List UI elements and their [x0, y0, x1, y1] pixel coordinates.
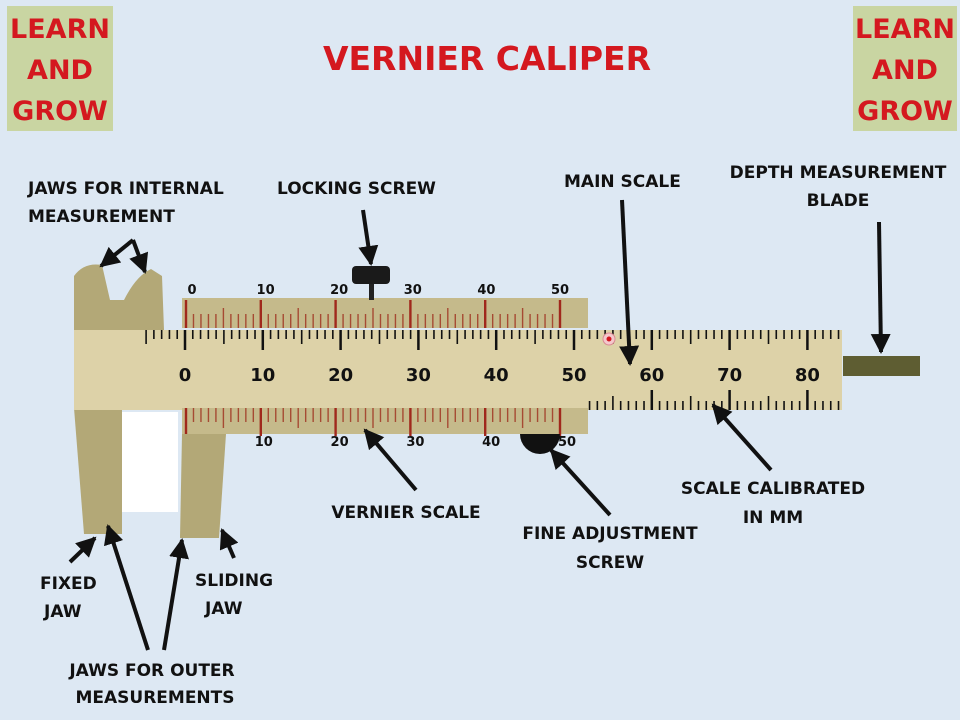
- arrow-locking-screw: [358, 209, 379, 266]
- vernier-upper-number: 0: [187, 283, 196, 298]
- badge-right: LEARN AND GROW: [853, 6, 957, 131]
- arrow-scale-calibrated: [711, 403, 773, 472]
- label-scale-calibrated-2: IN MM: [743, 508, 803, 528]
- callout-arrows: [68, 199, 891, 651]
- arrow-internal-jaw-left: [99, 238, 135, 268]
- main-scale-ticks: [145, 330, 840, 410]
- main-scale-numbers: 0 10 20 30 40 50 60 70 80: [179, 365, 820, 386]
- label-internal-jaws-2: MEASUREMENT: [28, 207, 175, 227]
- vernier-lower-number: 30: [406, 435, 424, 450]
- label-sliding-jaw-2: JAW: [204, 599, 243, 619]
- arrow-sliding-jaw: [219, 528, 239, 559]
- main-scale-number: 40: [484, 365, 509, 386]
- arrow-internal-jaw-right: [129, 239, 149, 274]
- badge-right-line-3: GROW: [857, 96, 953, 127]
- vernier-upper-ticks: [184, 300, 562, 328]
- label-vernier-scale: VERNIER SCALE: [331, 503, 480, 523]
- zero-mark-icon: [602, 332, 616, 346]
- label-locking-screw: LOCKING SCREW: [277, 179, 436, 199]
- label-fixed-jaw-1: FIXED: [40, 574, 97, 594]
- main-scale-number: 20: [328, 365, 353, 386]
- main-scale-number: 0: [179, 365, 192, 386]
- vernier-lower-ticks: [184, 408, 562, 436]
- label-sliding-jaw-1: SLIDING: [195, 571, 273, 591]
- arrow-outer-jaw-fixed: [104, 524, 150, 651]
- arrow-fixed-jaw: [68, 536, 97, 564]
- vernier-lower-number: 40: [482, 435, 500, 450]
- vernier-upper-strip: [182, 298, 588, 328]
- measurement-gap: [122, 412, 178, 512]
- badge-left-line-1: LEARN: [10, 14, 110, 45]
- main-scale-number: 60: [639, 365, 664, 386]
- vernier-upper-numbers: 0 10 20 30 40 50: [187, 283, 569, 298]
- badge-right-line-1: LEARN: [855, 14, 955, 45]
- vernier-upper-number: 50: [551, 283, 569, 298]
- badge-left: LEARN AND GROW: [7, 6, 113, 131]
- main-scale-number: 10: [250, 365, 275, 386]
- label-fine-adjustment-1: FINE ADJUSTMENT: [522, 524, 698, 544]
- vernier-lower-strip: [182, 408, 588, 434]
- label-outer-jaws-1: JAWS FOR OUTER: [68, 661, 234, 681]
- arrow-main-scale: [619, 199, 640, 366]
- locking-screw-icon: [352, 266, 390, 300]
- label-scale-calibrated-1: SCALE CALIBRATED: [681, 479, 865, 499]
- main-scale-number: 70: [717, 365, 742, 386]
- arrow-outer-jaw-sliding: [162, 538, 189, 651]
- vernier-lower-number: 20: [331, 435, 349, 450]
- arrow-vernier-scale: [363, 428, 418, 492]
- label-depth-blade-2: BLADE: [807, 191, 870, 211]
- depth-blade: [843, 356, 920, 376]
- page-title: VERNIER CALIPER: [323, 39, 651, 78]
- badge-right-line-2: AND: [872, 55, 938, 86]
- sliding-jaw: [180, 434, 226, 538]
- label-main-scale: MAIN SCALE: [564, 172, 681, 192]
- arrow-fine-adjustment: [549, 448, 612, 517]
- label-depth-blade-1: DEPTH MEASUREMENT: [730, 163, 947, 183]
- vernier-upper-number: 30: [404, 283, 422, 298]
- main-scale-number: 30: [406, 365, 431, 386]
- vernier-lower-number: 50: [558, 435, 576, 450]
- main-scale-number: 50: [561, 365, 586, 386]
- vernier-upper-number: 40: [477, 283, 495, 298]
- label-fine-adjustment-2: SCREW: [576, 553, 644, 573]
- vernier-lower-number: 10: [255, 435, 273, 450]
- main-scale-number: 80: [795, 365, 820, 386]
- badge-left-line-2: AND: [27, 55, 93, 86]
- label-internal-jaws-1: JAWS FOR INTERNAL: [27, 179, 224, 199]
- arrow-depth-blade: [870, 221, 891, 354]
- label-outer-jaws-2: MEASUREMENTS: [75, 688, 234, 708]
- vernier-upper-number: 10: [257, 283, 275, 298]
- vernier-upper-number: 20: [330, 283, 348, 298]
- badge-left-line-3: GROW: [12, 96, 108, 127]
- label-fixed-jaw-2: JAW: [43, 602, 82, 622]
